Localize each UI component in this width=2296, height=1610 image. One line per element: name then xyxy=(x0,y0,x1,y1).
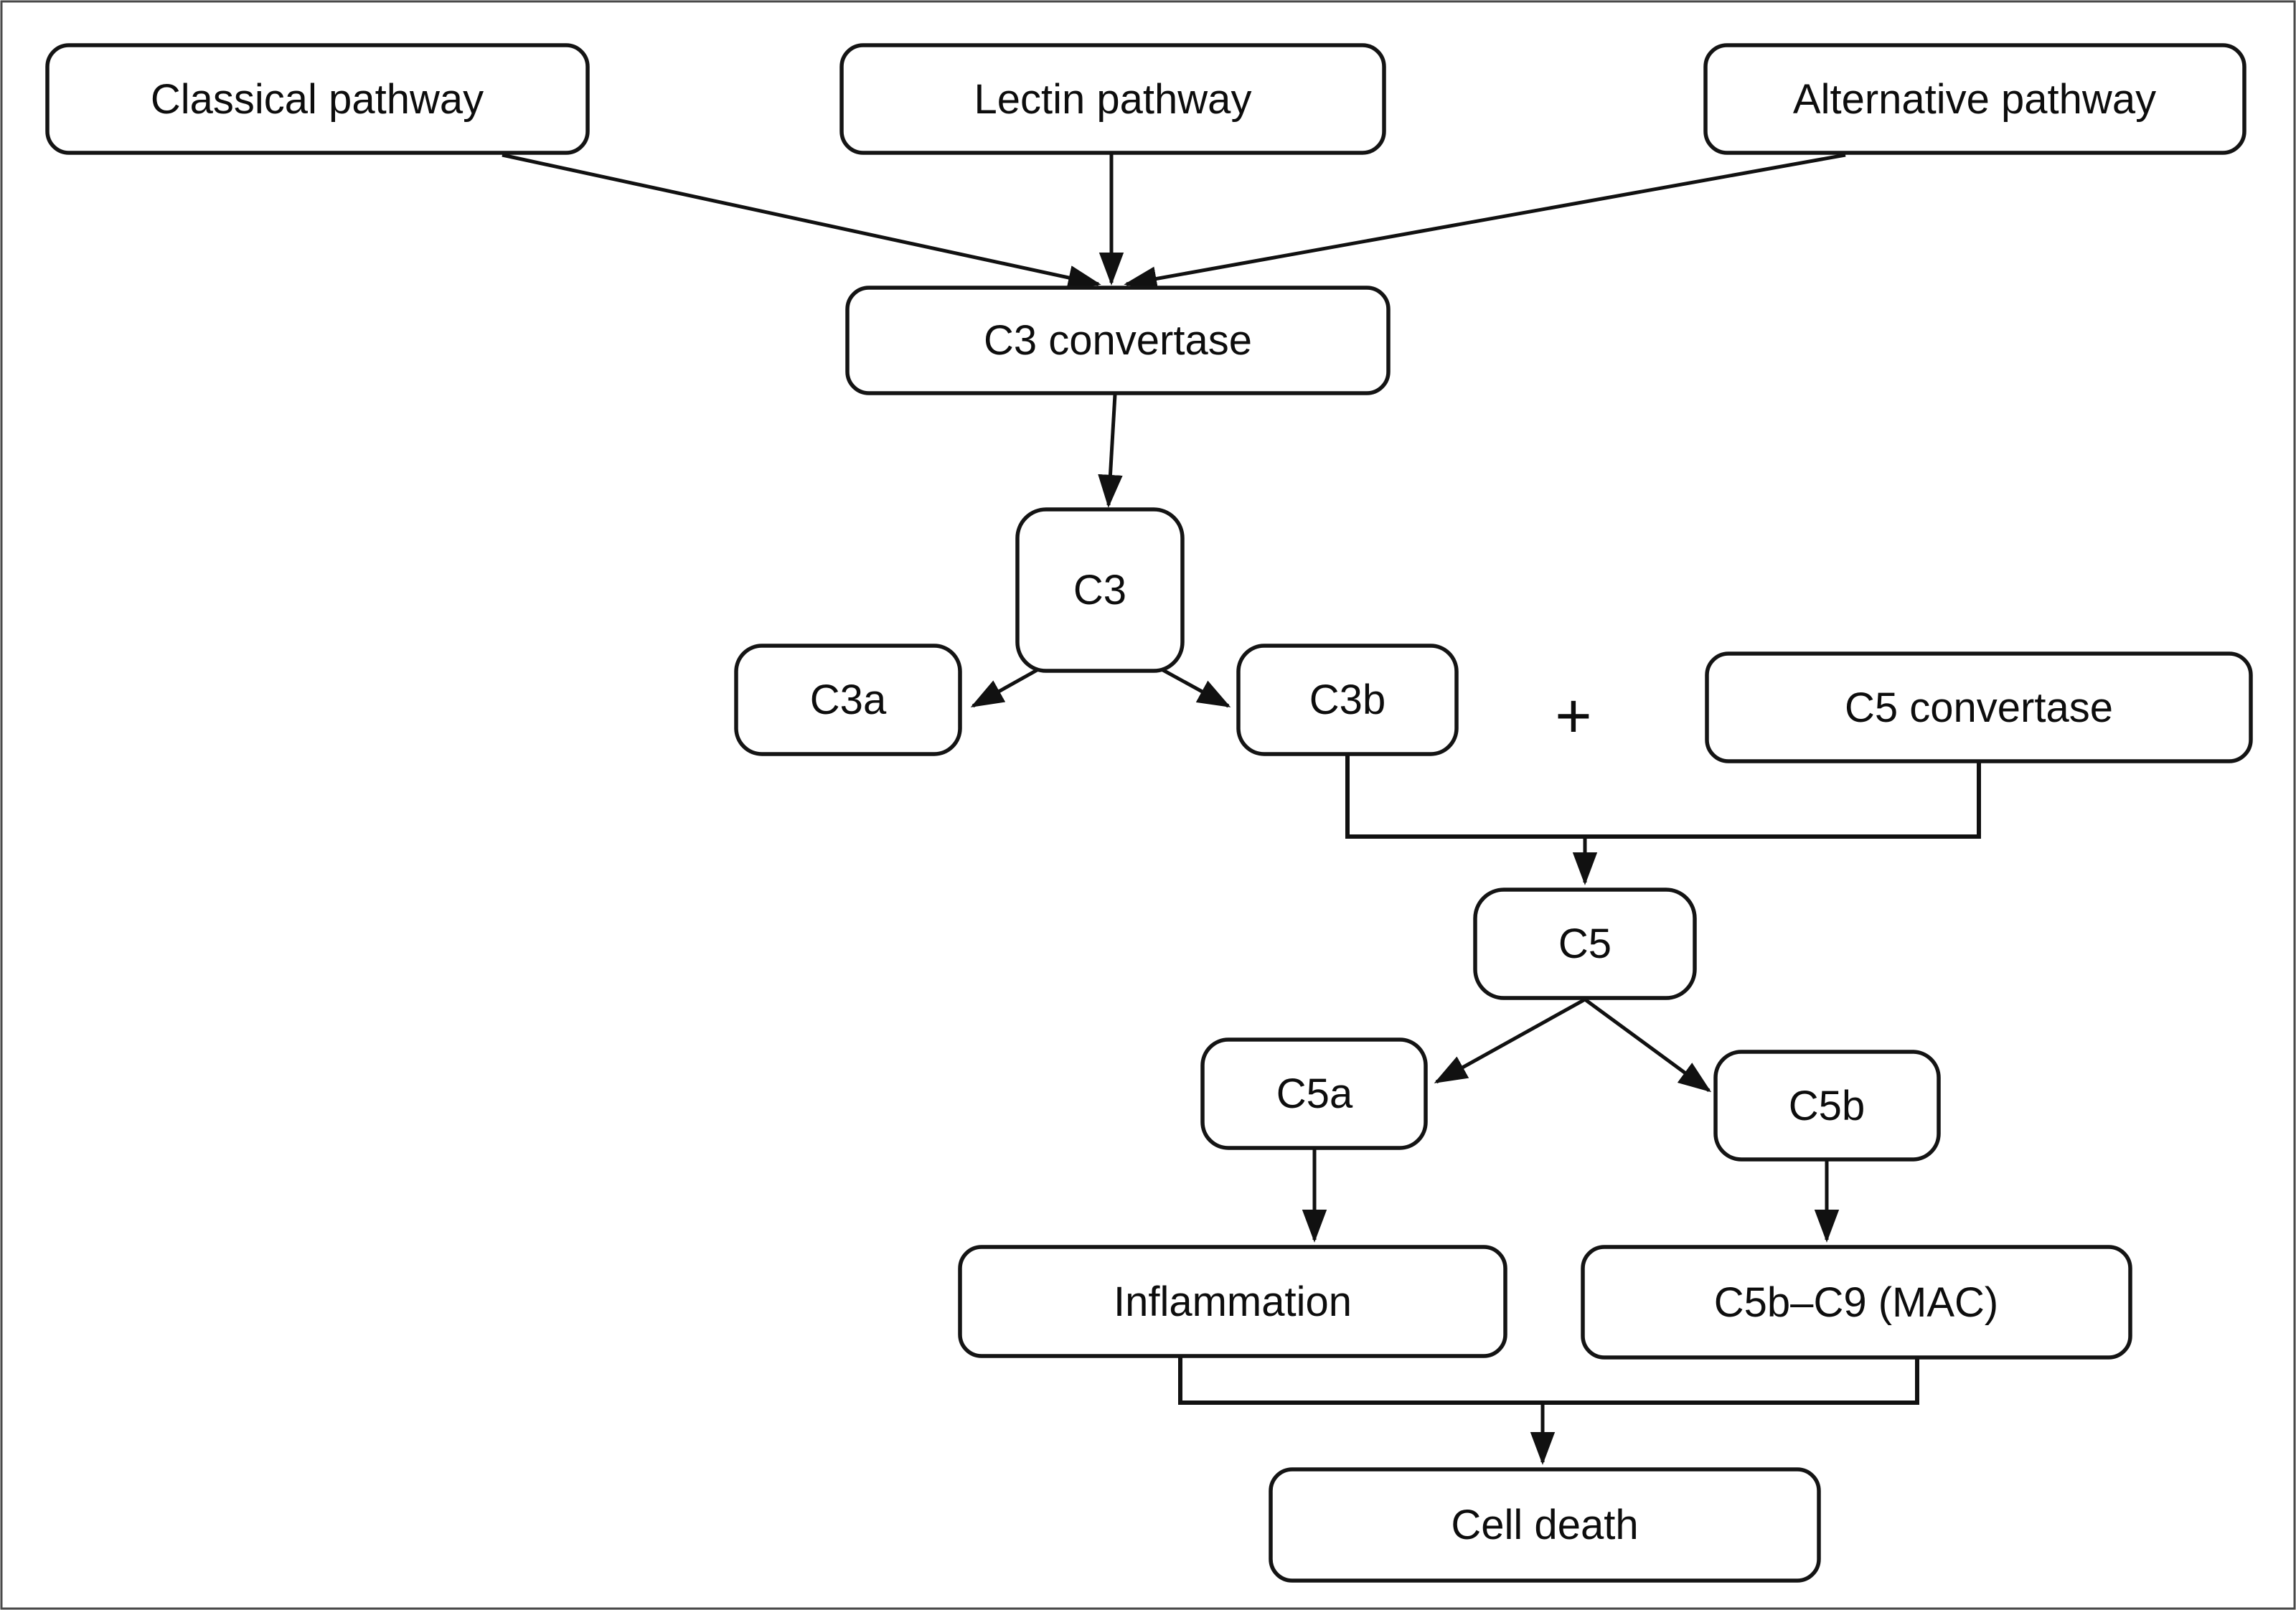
edge-merge-inflammation-mac xyxy=(1178,1357,1919,1405)
edge-c3-to-c3a xyxy=(970,664,1046,708)
edge-c3-to-c3b xyxy=(1154,664,1231,708)
c5-convertase-label: C5 convertase xyxy=(1845,684,2113,731)
mac-box xyxy=(1581,1245,2132,1360)
classical-pathway-box xyxy=(45,43,590,155)
node-c3a: C3a xyxy=(734,644,962,756)
edge-layer xyxy=(502,153,1981,1465)
node-mac: C5b–C9 (MAC) xyxy=(1581,1245,2132,1360)
c5-box xyxy=(1473,888,1697,1000)
node-layer: Classical pathway Lectin pathway Alterna… xyxy=(45,43,2253,1583)
classical-pathway-label: Classical pathway xyxy=(151,76,484,123)
c3-convertase-box xyxy=(845,286,1391,395)
node-c5-convertase: C5 convertase xyxy=(1705,651,2253,763)
c3b-label: C3b xyxy=(1309,677,1385,723)
c5a-box xyxy=(1200,1037,1428,1150)
inflammation-box xyxy=(958,1245,1507,1358)
edge-classical-to-c3-convertase xyxy=(502,153,1101,290)
node-lectin-pathway: Lectin pathway xyxy=(839,43,1386,155)
node-inflammation: Inflammation xyxy=(958,1245,1507,1358)
c5b-box xyxy=(1713,1050,1941,1162)
c5-convertase-box xyxy=(1705,651,2253,763)
c3-label: C3 xyxy=(1073,567,1126,613)
node-alternative-pathway: Alternative pathway xyxy=(1703,43,2246,155)
c5-label: C5 xyxy=(1558,921,1612,967)
node-cell-death: Cell death xyxy=(1269,1467,1821,1583)
cell-death-label: Cell death xyxy=(1451,1502,1638,1548)
c3-box xyxy=(1015,507,1185,673)
c3-convertase-label: C3 convertase xyxy=(984,317,1252,364)
node-c5: C5 xyxy=(1473,888,1697,1000)
c5a-label: C5a xyxy=(1276,1070,1353,1117)
cell-death-box xyxy=(1269,1467,1821,1583)
lectin-pathway-box xyxy=(839,43,1386,155)
edge-alternative-to-c3-convertase xyxy=(1124,153,1846,291)
lectin-pathway-label: Lectin pathway xyxy=(974,76,1252,123)
node-c5a: C5a xyxy=(1200,1037,1428,1150)
node-c3b: C3b xyxy=(1236,644,1459,756)
node-c5b: C5b xyxy=(1713,1050,1941,1162)
inflammation-label: Inflammation xyxy=(1114,1279,1352,1325)
c3a-box xyxy=(734,644,962,756)
mac-label: C5b–C9 (MAC) xyxy=(1714,1279,1998,1326)
node-c3-convertase: C3 convertase xyxy=(845,286,1391,395)
c5b-label: C5b xyxy=(1789,1083,1865,1129)
node-c3: C3 xyxy=(1015,507,1185,673)
edge-c5-to-c5a xyxy=(1434,997,1586,1084)
alternative-pathway-box xyxy=(1703,43,2246,155)
alternative-pathway-label: Alternative pathway xyxy=(1793,76,2156,123)
edge-c5-to-c5b xyxy=(1584,997,1712,1093)
c3b-box xyxy=(1236,644,1459,756)
edge-merge-c3b-c5convertase xyxy=(1345,755,1981,839)
c3a-label: C3a xyxy=(810,677,887,723)
plus-operator: + xyxy=(1555,680,1591,751)
node-classical-pathway: Classical pathway xyxy=(45,43,590,155)
edge-c3-convertase-to-c3 xyxy=(1098,394,1123,508)
